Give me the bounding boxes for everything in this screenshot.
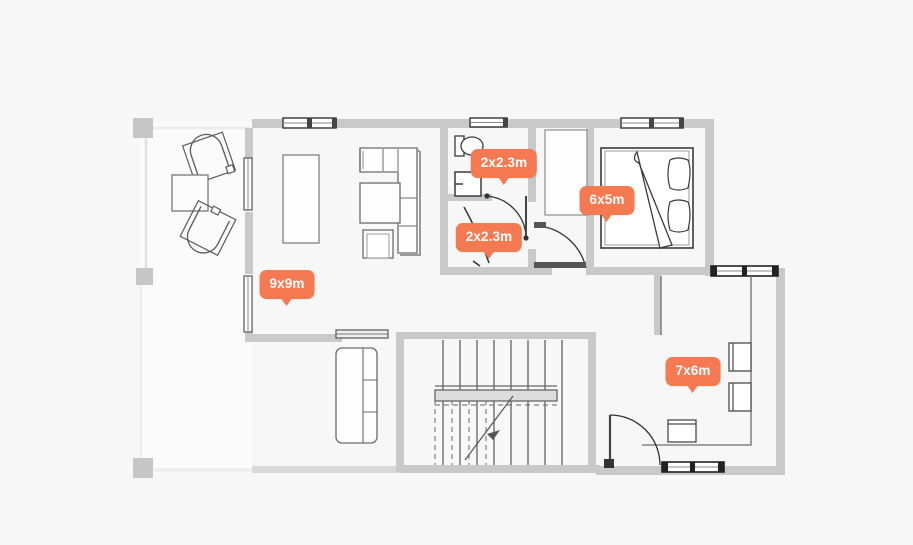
window-bath-top: [469, 117, 508, 128]
pillow-right: [667, 199, 691, 233]
staircase: [434, 340, 563, 465]
room-dimension-badge-bedroom[interactable]: 6x5m: [579, 186, 635, 221]
sectional-sofa: [359, 147, 421, 256]
column-top-left: [133, 118, 153, 138]
door-entrance: [604, 414, 661, 468]
window-terrace-upper: [243, 157, 253, 211]
window-bedroom-top: [620, 117, 684, 129]
door-hallway: [534, 222, 587, 269]
window-terrace-lower: [243, 275, 253, 333]
side-table-terrace: [171, 174, 209, 212]
pillow-left: [667, 157, 691, 191]
chair-counter-1: [728, 342, 752, 372]
window-living-top: [282, 117, 337, 129]
window-kitchen-top: [710, 265, 779, 277]
kitchen-counter: [642, 276, 752, 446]
room-dimension-badge-living-room[interactable]: 9x9m: [259, 270, 315, 305]
armchair-living: [362, 229, 394, 259]
sofa-lower: [335, 347, 378, 444]
room-dimension-badge-bathroom-upper[interactable]: 2x2.3m: [470, 149, 538, 184]
bed-blanket-fold: [633, 150, 673, 249]
room-dimension-badge-bathroom-lower[interactable]: 2x2.3m: [455, 223, 523, 258]
column-bottom-left: [133, 458, 153, 478]
armchair-terrace-bottom: [179, 199, 237, 257]
column-mid-left: [136, 268, 153, 285]
coffee-table: [359, 182, 401, 224]
area-rug: [282, 154, 320, 244]
door-bathroom-upper: [484, 193, 529, 241]
stair-handrail: [434, 389, 558, 402]
windows: [243, 117, 779, 473]
window-kitchen-bottom: [661, 461, 725, 473]
chair-counter-2: [728, 382, 752, 412]
stair-direction-arrow: [464, 395, 514, 461]
chair-counter-3: [667, 419, 697, 443]
window-lower-lounge: [335, 329, 389, 339]
room-dimension-badge-kitchen-dining[interactable]: 7x6m: [665, 357, 721, 392]
